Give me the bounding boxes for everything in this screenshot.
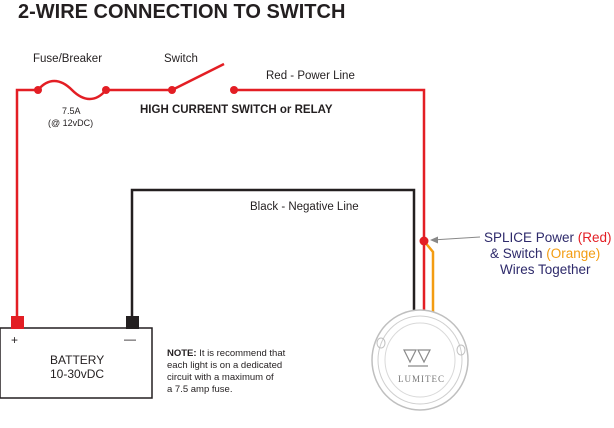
battery-plus-symbol: + — [11, 333, 18, 347]
splice-line2-a: & Switch — [490, 246, 546, 261]
note-line-3: circuit with a maximum of — [167, 372, 274, 383]
red-power-line-label: Red - Power Line — [266, 70, 355, 82]
light-outer-ring — [371, 309, 469, 411]
light-mid-ring — [377, 315, 463, 405]
splice-line2-orange: (Orange) — [546, 246, 600, 261]
switch-label: Switch — [164, 53, 198, 65]
fuse-breaker-label: Fuse/Breaker — [33, 53, 102, 65]
fuse-symbol — [37, 79, 107, 101]
note-line1-text: It is recommend that — [197, 348, 286, 359]
splice-label-line-3: Wires Together — [500, 262, 591, 277]
light-screw-right — [456, 344, 466, 356]
battery-voltage: 10-30vDC — [50, 367, 104, 381]
high-current-label: HIGH CURRENT SWITCH or RELAY — [140, 104, 333, 116]
switch-terminal-right — [230, 86, 238, 94]
light-screw-left — [376, 337, 386, 349]
red-power-wire — [15, 88, 38, 318]
splice-label-line-2: & Switch (Orange) — [490, 246, 600, 261]
note-prefix: NOTE: — [167, 348, 197, 359]
lumitec-light: LUMITEC — [371, 309, 469, 411]
black-negative-line-label: Black - Negative Line — [250, 201, 359, 213]
splice-arrow-head — [430, 236, 438, 244]
splice-line1-a: SPLICE Power — [484, 230, 578, 245]
battery-negative-terminal — [126, 316, 139, 329]
black-negative-wire — [130, 188, 416, 320]
splice-line1-red: (Red) — [578, 230, 612, 245]
light-inner-ring — [384, 322, 456, 398]
note-line-4: a 7.5 amp fuse. — [167, 384, 232, 395]
light-logo-icon — [403, 349, 431, 367]
battery-label: BATTERY — [50, 353, 104, 367]
battery-positive-terminal — [11, 316, 24, 329]
battery-box — [0, 327, 153, 399]
orange-switch-wire — [423, 240, 435, 320]
switch-terminal-left — [168, 86, 176, 94]
note-line-2: each light is on a dedicated — [167, 360, 282, 371]
splice-point — [419, 236, 429, 246]
switch-lever — [171, 62, 225, 92]
note-line-1: NOTE: It is recommend that — [167, 348, 286, 359]
fuse-terminal-left — [34, 86, 42, 94]
splice-label-line-1: SPLICE Power (Red) — [484, 230, 612, 245]
diagram-title: 2-WIRE CONNECTION TO SWITCH — [18, 1, 345, 23]
light-brand: LUMITEC — [398, 374, 445, 384]
splice-pointer-arrow — [431, 236, 481, 241]
fuse-voltage: (@ 12vDC) — [48, 118, 93, 128]
fuse-rating: 7.5A — [62, 106, 81, 116]
battery-minus-symbol: — — [124, 332, 136, 346]
fuse-terminal-right — [102, 86, 110, 94]
